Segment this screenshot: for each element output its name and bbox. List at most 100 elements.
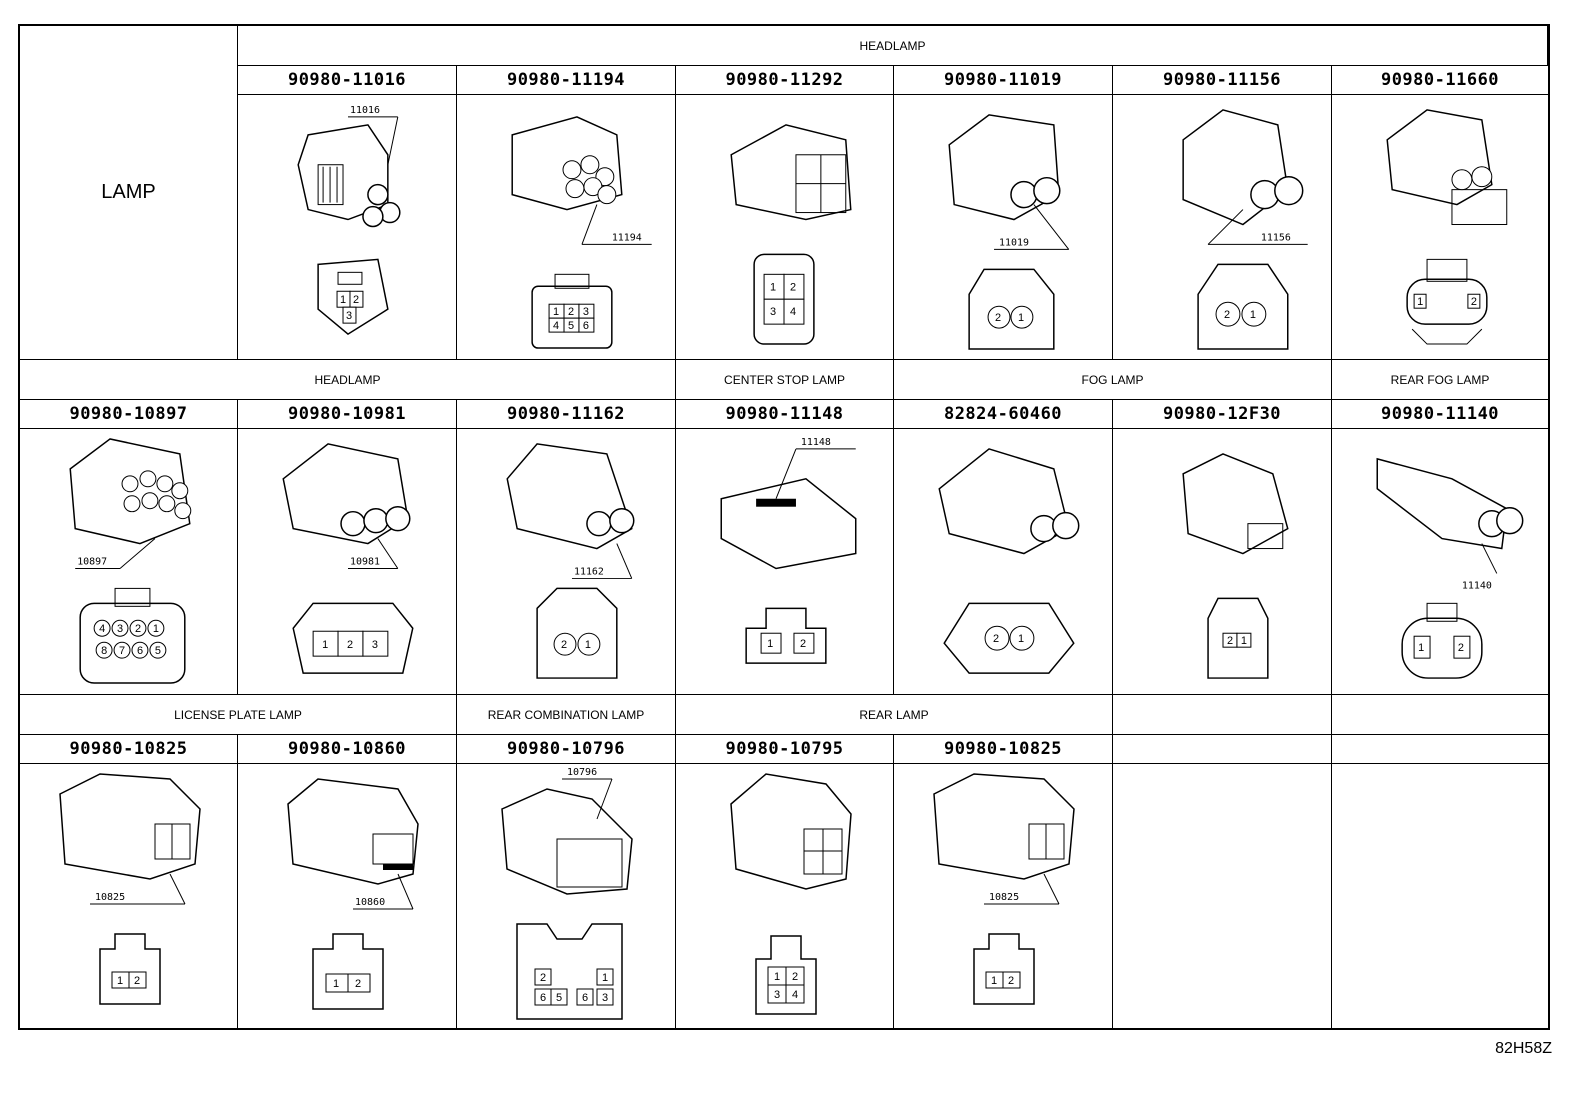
pin-label: 5 <box>556 992 562 1004</box>
empty-cell <box>1113 764 1332 1030</box>
pin-label: 1 <box>602 972 608 984</box>
connector-drawing: 1 2 3 4 <box>676 95 894 360</box>
pin-label: 1 <box>333 978 339 990</box>
callout-label: 11148 <box>801 437 831 448</box>
pin-label: 2 <box>135 623 141 635</box>
connector-drawing: 10796 2 1 6 5 6 3 <box>457 764 676 1030</box>
callout-label: 11162 <box>574 566 604 577</box>
pin-label: 2 <box>995 312 1001 324</box>
pin-label: 2 <box>790 281 796 293</box>
pin-label: 1 <box>1018 633 1024 645</box>
pin-label: 1 <box>770 281 776 293</box>
connector-drawing: 1 2 <box>1332 95 1548 360</box>
part-number: 90980-11016 <box>238 66 457 95</box>
pin-label: 3 <box>372 639 378 651</box>
empty-cell <box>1332 764 1548 1030</box>
section-rear-combination-lamp: REAR COMBINATION LAMP <box>457 695 676 735</box>
callout-label: 11140 <box>1462 580 1492 591</box>
pin-label: 6 <box>540 992 546 1004</box>
table-row: HEADLAMP CENTER STOP LAMP FOG LAMP REAR … <box>20 360 1548 695</box>
pin-label: 1 <box>322 639 328 651</box>
part-number: 90980-10825 <box>20 735 238 764</box>
pin-label: 6 <box>137 645 143 657</box>
connector-illustration: 10796 2 1 6 5 6 3 <box>501 767 633 1020</box>
part-number: 90980-11148 <box>676 400 894 429</box>
connector-drawing: 10860 1 2 <box>238 764 457 1030</box>
pin-label: 2 <box>800 638 806 650</box>
callout-label: 10825 <box>989 892 1019 903</box>
pin-label: 1 <box>1417 296 1423 308</box>
connector-drawing: 11156 2 1 <box>1113 95 1332 360</box>
pin-label: 6 <box>583 320 589 332</box>
callout-label: 11016 <box>350 105 380 116</box>
connector-drawing: 11140 1 2 <box>1332 429 1548 695</box>
section-headlamp: HEADLAMP <box>238 26 1548 66</box>
pin-label: 3 <box>602 992 608 1004</box>
section-center-stop-lamp: CENTER STOP LAMP <box>676 360 894 400</box>
pin-label: 1 <box>1418 642 1424 654</box>
connector-illustration: 11162 2 1 <box>506 443 635 679</box>
pin-label: 2 <box>1227 635 1233 647</box>
connector-drawing: 10825 1 2 <box>894 764 1113 1030</box>
connector-drawing: 11162 2 1 <box>457 429 676 695</box>
callout-label: 10860 <box>355 897 385 908</box>
pin-label: 2 <box>561 639 567 651</box>
pin-label: 2 <box>134 975 140 987</box>
callout-label: 11019 <box>999 237 1029 248</box>
part-number: 90980-11292 <box>676 66 894 95</box>
connector-drawing: 10897 4 3 2 1 8 7 6 5 <box>20 429 238 695</box>
pin-label: 1 <box>1241 635 1247 647</box>
part-number: 90980-11194 <box>457 66 676 95</box>
pin-label: 2 <box>347 639 353 651</box>
part-number: 90980-10825 <box>894 735 1113 764</box>
connector-drawing: 10981 1 2 3 <box>238 429 457 695</box>
pin-label: 2 <box>568 306 574 318</box>
drawing-number: 82H58Z <box>1495 1040 1552 1057</box>
connector-table: LAMP HEADLAMP 90980-11016 90980-11194 90… <box>18 24 1550 1030</box>
section-rear-fog-lamp: REAR FOG LAMP <box>1332 360 1548 400</box>
part-number: 90980-10796 <box>457 735 676 764</box>
section-empty <box>1332 695 1548 735</box>
section-license-plate-lamp: LICENSE PLATE LAMP <box>20 695 457 735</box>
connector-drawing: 11019 2 1 <box>894 95 1113 360</box>
callout-label: 10825 <box>95 892 125 903</box>
part-number: 82824-60460 <box>894 400 1113 429</box>
pin-label: 4 <box>99 623 105 635</box>
connector-illustration: 11016 1 2 3 <box>297 105 401 336</box>
pin-label: 6 <box>582 992 588 1004</box>
pin-label: 2 <box>993 633 999 645</box>
pin-label: 2 <box>1471 296 1477 308</box>
pin-label: 1 <box>553 306 559 318</box>
pin-label: 7 <box>119 645 125 657</box>
callout-label: 11194 <box>612 232 642 243</box>
callout-label: 10796 <box>567 767 597 778</box>
part-number: 90980-10795 <box>676 735 894 764</box>
connector-illustration: 2 1 <box>1182 453 1289 679</box>
part-number: 90980-10897 <box>20 400 238 429</box>
part-number: 90980-10981 <box>238 400 457 429</box>
connector-illustration: 1 2 3 4 <box>730 773 852 1015</box>
pin-label: 1 <box>1018 312 1024 324</box>
pin-label: 1 <box>585 639 591 651</box>
connector-illustration: 11194 1 2 3 4 5 6 <box>511 116 652 349</box>
connector-drawing: 11194 1 2 3 4 5 6 <box>457 95 676 360</box>
part-number: 90980-11156 <box>1113 66 1332 95</box>
section-empty <box>1113 695 1332 735</box>
pin-label: 3 <box>774 989 780 1001</box>
connector-illustration: 10981 1 2 3 <box>282 443 414 674</box>
pin-label: 1 <box>340 294 346 306</box>
pin-label: 2 <box>1008 975 1014 987</box>
pin-label: 3 <box>117 623 123 635</box>
pin-label: 1 <box>774 971 780 983</box>
section-rear-lamp: REAR LAMP <box>676 695 1113 735</box>
part-number: 90980-11140 <box>1332 400 1548 429</box>
connector-drawing: 1 2 3 4 <box>676 764 894 1030</box>
connector-drawing: 11148 1 2 <box>676 429 894 695</box>
pin-label: 3 <box>770 306 776 318</box>
connector-illustration: 11148 1 2 <box>720 437 857 664</box>
pin-label: 2 <box>355 978 361 990</box>
connector-illustration: 10825 1 2 <box>59 773 201 1005</box>
pin-label: 1 <box>153 623 159 635</box>
connector-illustration: 11019 2 1 <box>948 114 1070 350</box>
connector-drawing: 2 1 <box>1113 429 1332 695</box>
